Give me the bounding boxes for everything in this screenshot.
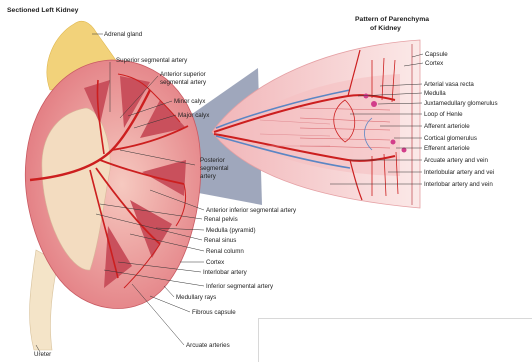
label-minor-calyx: Minor calyx — [174, 98, 206, 105]
label-renal-column: Renal column — [206, 248, 244, 255]
label-posterior-line2: segmental — [200, 165, 229, 172]
label-arcuate-artery-and-vein: Arcuate artery and vein — [424, 157, 489, 164]
label-posterior-line1: Posterior — [200, 157, 225, 164]
label-major-calyx: Major calyx — [178, 112, 210, 119]
blank-panel — [258, 318, 532, 362]
label-superior-segmental-artery: Superior segmental artery — [116, 57, 188, 64]
label-medulla-pyramid: Medulla (pyramid) — [206, 227, 256, 234]
label-cortical-glomerulus: Cortical glomerulus — [424, 135, 477, 142]
label-renal-pelvis: Renal pelvis — [204, 216, 238, 223]
label-anterior-inferior-segmental-artery: Anterior inferior segmental artery — [206, 207, 297, 214]
inset-title-line2: of Kidney — [370, 25, 401, 32]
label-interlobular-artery-and-vein: Interlobular artery and vei — [424, 169, 494, 176]
figure-title: Sectioned Left Kidney — [7, 7, 79, 14]
label-medulla: Medulla — [424, 90, 446, 97]
label-renal-sinus: Renal sinus — [204, 237, 236, 244]
label-arterial-vasa-recta: Arterial vasa recta — [424, 81, 474, 88]
label-capsule: Capsule — [425, 51, 448, 58]
label-adrenal-gland: Adrenal gland — [104, 31, 143, 38]
label-ureter: Ureter — [34, 351, 51, 358]
label-anterior-superior-line2: segmental artery — [160, 79, 207, 86]
label-posterior-line3: artery — [200, 173, 217, 180]
label-fibrous-capsule: Fibrous capsule — [192, 309, 236, 316]
label-cortex-left: Cortex — [206, 259, 225, 266]
label-juxtamedullary-glomerulus: Juxtamedullary glomerulus — [424, 100, 498, 107]
label-anterior-superior-line1: Anterior superior — [160, 71, 206, 78]
label-efferent-arteriole: Efferent arteriole — [424, 145, 470, 152]
label-interlobar-artery: Interlobar artery — [203, 269, 248, 276]
label-medullary-rays: Medullary rays — [176, 294, 216, 301]
label-loop-of-henle: Loop of Henle — [424, 111, 463, 118]
inset-title-line1: Pattern of Parenchyma — [355, 16, 429, 23]
label-cortex-right: Cortex — [425, 60, 444, 67]
label-afferent-arteriole: Afferent arteriole — [424, 123, 470, 130]
label-interlobar-artery-and-vein: Interlobar artery and vein — [424, 181, 493, 188]
label-inferior-segmental-artery: Inferior segmental artery — [206, 283, 274, 290]
label-arcuate-arteries: Arcuate arteries — [186, 342, 230, 349]
